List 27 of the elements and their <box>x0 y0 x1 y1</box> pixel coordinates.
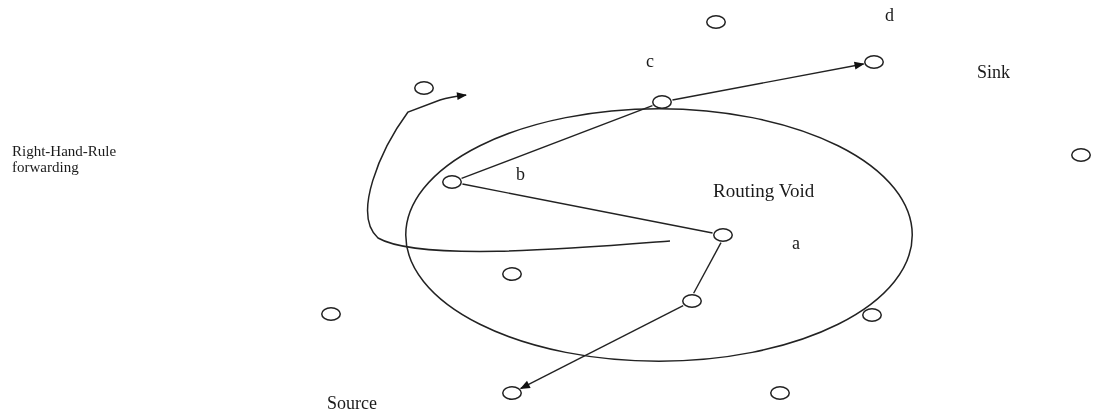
sensor-node-circle <box>414 81 434 95</box>
sensor-node-circle <box>502 386 522 400</box>
sensor-node-circle <box>652 95 672 109</box>
sensor-node-circle <box>864 55 884 69</box>
link-line <box>461 183 714 234</box>
node-label: d <box>885 6 894 24</box>
sensor-node-circle <box>682 294 702 308</box>
sensor-node-circle <box>706 15 726 29</box>
sensor-node-circle <box>862 308 882 322</box>
annotation-text: Sink <box>977 64 1011 80</box>
sensor-node-circle <box>502 267 522 281</box>
link-line <box>692 241 722 294</box>
sensor-node-circle <box>770 386 790 400</box>
link-line <box>519 304 684 390</box>
sensor-node-circle <box>442 175 462 189</box>
sensor-node-circle <box>321 307 341 321</box>
void-region-circle <box>405 108 913 362</box>
link-line <box>460 104 654 180</box>
node-label: a <box>792 234 800 252</box>
sensor-node-circle <box>713 228 733 242</box>
annotation-text: Source <box>327 395 378 411</box>
sensor-node-circle <box>1071 148 1091 162</box>
link-line <box>671 61 865 101</box>
node-label: b <box>516 165 525 183</box>
region-label: Routing Void <box>713 180 815 202</box>
annotation-text: Right-Hand-Rule forwarding <box>12 143 118 175</box>
node-label: c <box>646 52 654 70</box>
